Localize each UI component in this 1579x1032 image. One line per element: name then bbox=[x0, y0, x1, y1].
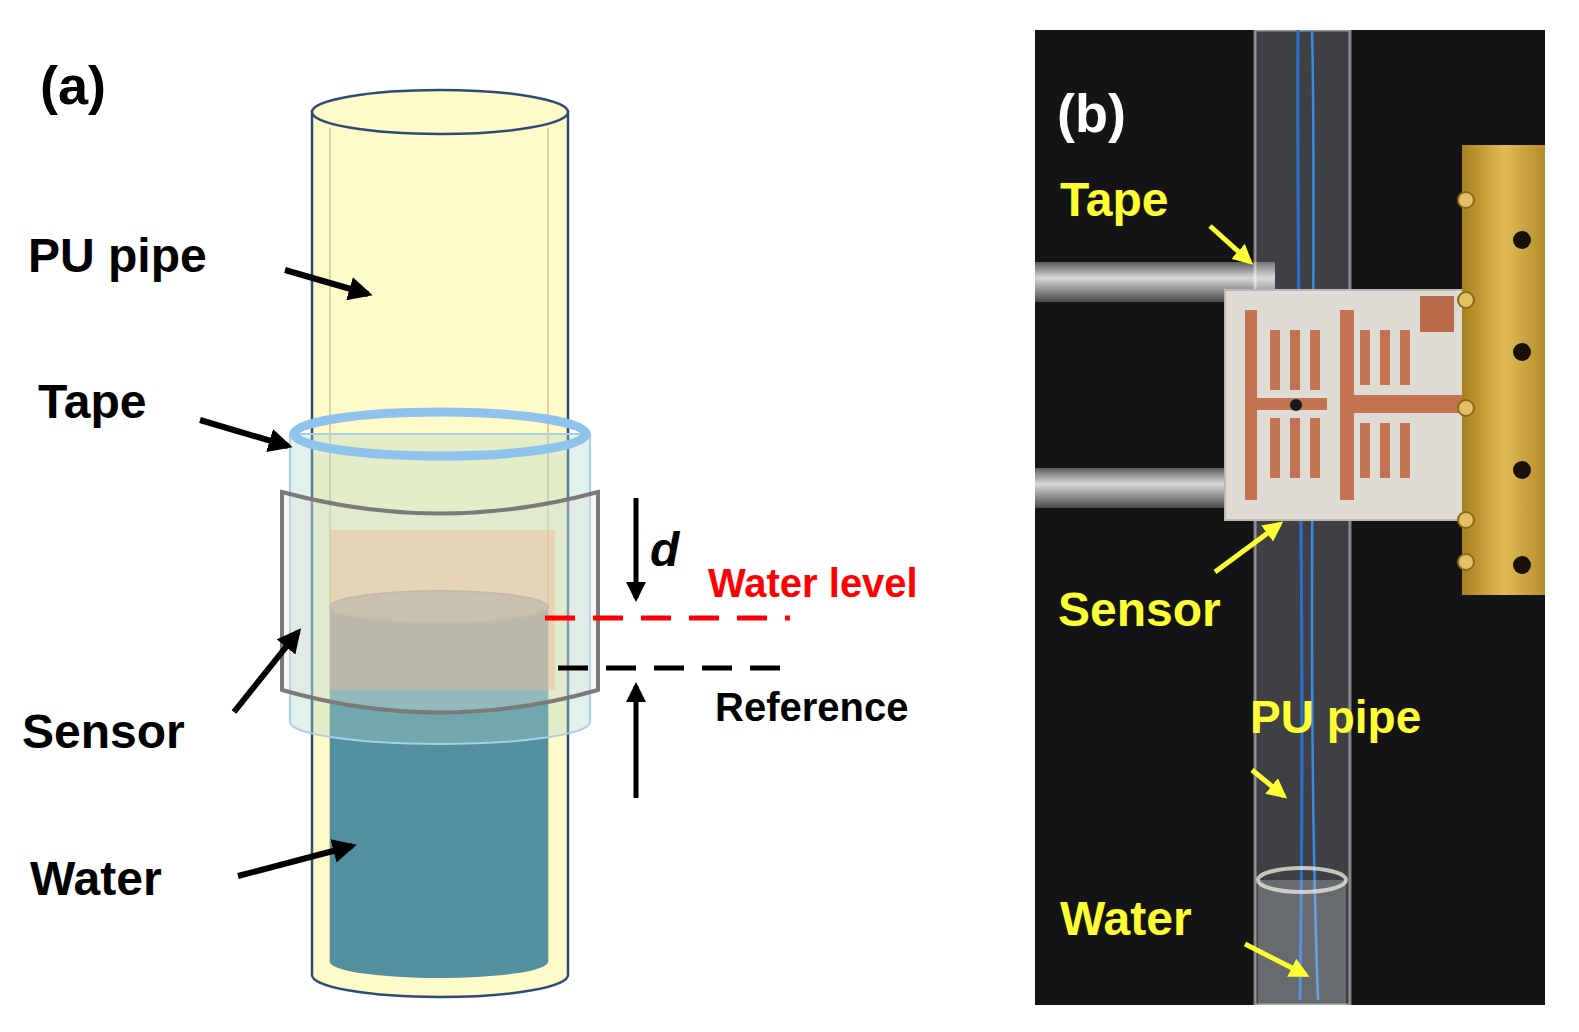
component bbox=[1290, 399, 1302, 411]
callout-label: Tape bbox=[38, 378, 146, 426]
pipe-schematic bbox=[200, 90, 790, 997]
callout-label: PU pipe bbox=[1250, 694, 1421, 740]
screw bbox=[1458, 192, 1474, 570]
tape-ring bbox=[294, 412, 586, 456]
leader-arrow bbox=[238, 846, 352, 876]
mount-hole bbox=[1513, 231, 1531, 574]
leader-arrow bbox=[1210, 226, 1250, 262]
callout-label: PU pipe bbox=[28, 232, 207, 280]
water-level-line bbox=[545, 616, 790, 621]
callout-label: Sensor bbox=[1058, 586, 1221, 634]
leader-arrow bbox=[285, 270, 368, 294]
reference-line bbox=[558, 666, 790, 671]
copper-electrode bbox=[1245, 296, 1464, 500]
leader-arrow bbox=[1245, 944, 1306, 975]
dimension-arrow bbox=[634, 498, 639, 598]
callout-label: (a) bbox=[40, 58, 106, 112]
callout-label: Reference bbox=[715, 687, 908, 727]
callout-label: d bbox=[650, 526, 679, 574]
leader-arrow bbox=[1252, 770, 1284, 796]
sensor-sheet bbox=[282, 492, 598, 713]
callout-label: Water level bbox=[708, 563, 918, 603]
callout-label: Tape bbox=[1060, 176, 1168, 224]
pipe-top bbox=[312, 90, 568, 134]
callout-label: (b) bbox=[1057, 86, 1126, 140]
water-photo bbox=[1258, 880, 1346, 1005]
dimension-arrow bbox=[634, 686, 639, 798]
photo bbox=[1035, 30, 1545, 1005]
sensor-card bbox=[1225, 290, 1475, 520]
sma-connector bbox=[1462, 145, 1545, 595]
callout-label: Water bbox=[1060, 895, 1192, 943]
callout-label: Sensor bbox=[22, 708, 185, 756]
leader-arrow bbox=[1215, 524, 1280, 572]
leader-arrow bbox=[200, 420, 288, 446]
callout-label: Water bbox=[30, 855, 162, 903]
leader-arrow bbox=[234, 632, 298, 712]
